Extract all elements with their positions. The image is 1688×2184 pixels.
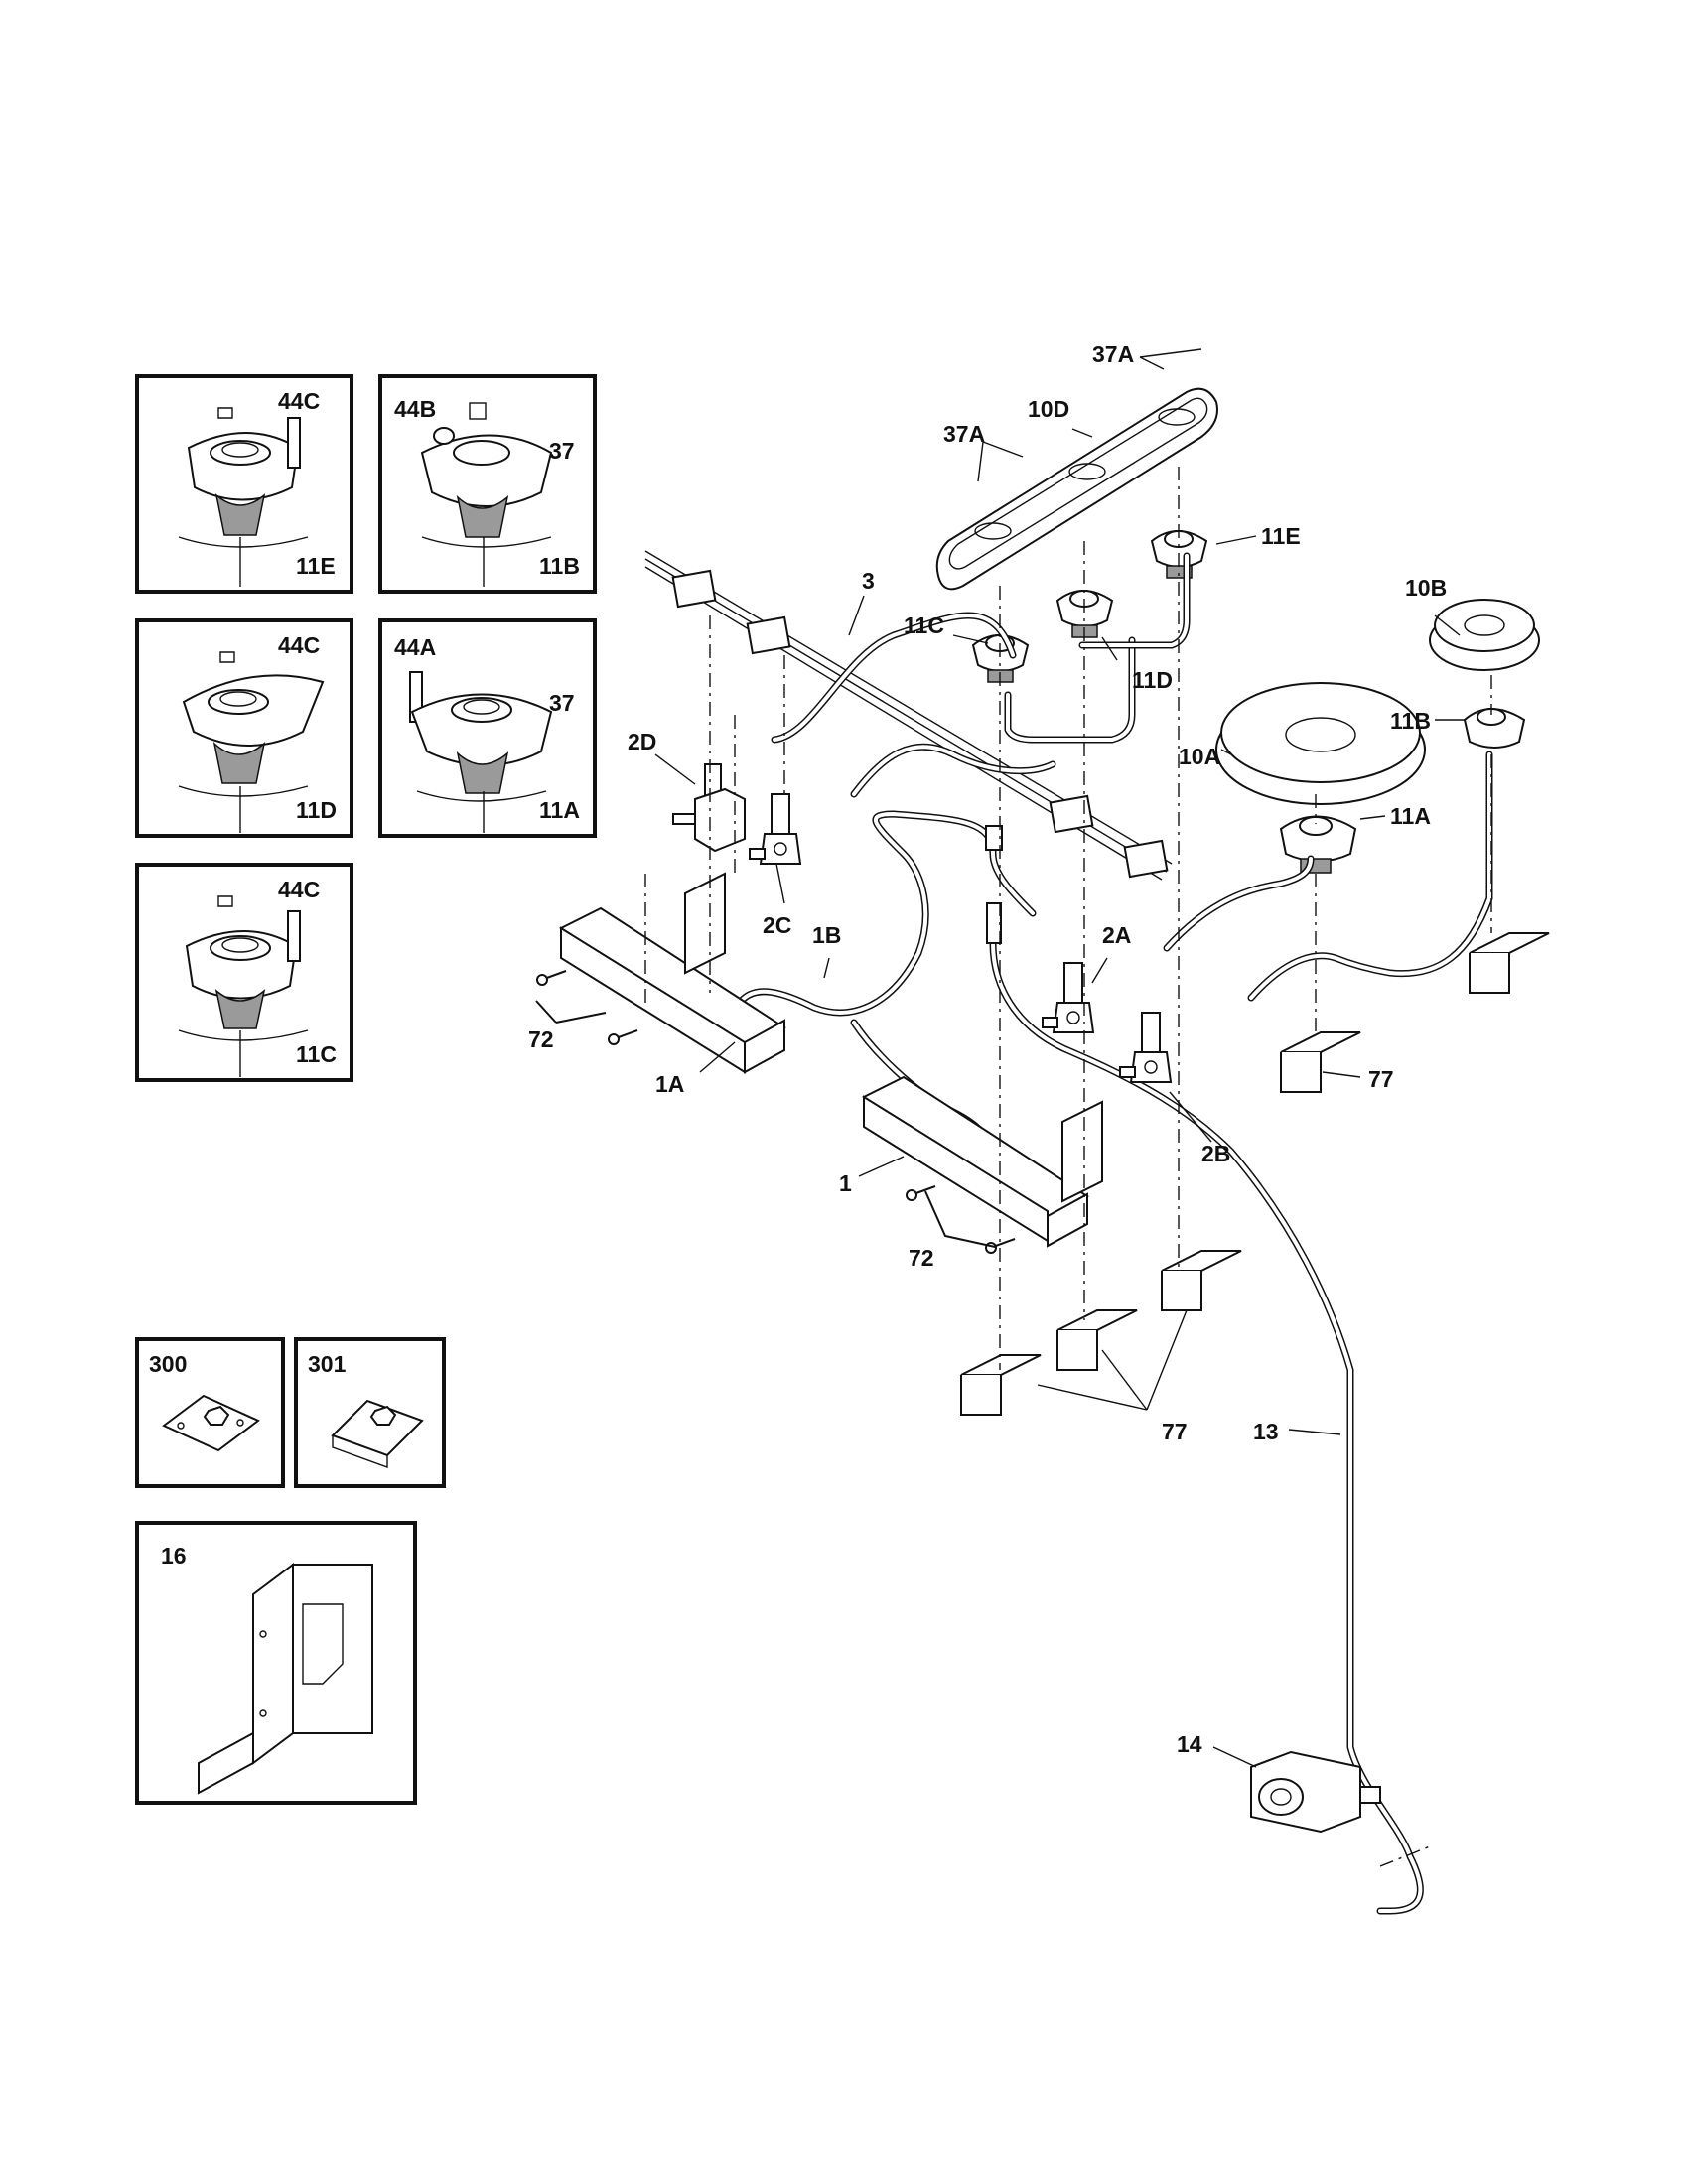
burner-ring-10a: [1215, 682, 1426, 805]
valve-2a: [1042, 962, 1095, 1033]
inset-part-label: 300: [149, 1351, 188, 1377]
burner-head-icon: [409, 671, 553, 833]
burner-cap-plate-10d: [935, 387, 1218, 591]
inset-16: 16: [135, 1521, 417, 1805]
callout-11d: 11D: [1132, 667, 1173, 693]
burner-cap-10b: [1429, 599, 1540, 671]
inset-callout: 44B: [394, 396, 437, 422]
burner-base-11a: [1279, 815, 1357, 874]
inset-301: 301: [294, 1337, 446, 1488]
manifold-bracket-1: [862, 1075, 1103, 1248]
screws-72: [535, 970, 1016, 1254]
callout-3: 3: [862, 568, 875, 594]
burner-head-icon: [178, 895, 309, 1077]
callout-2b: 2B: [1201, 1141, 1230, 1166]
callout-37a-left: 37A: [943, 421, 985, 447]
inset-part-label: 11E: [296, 553, 336, 579]
callout-2d: 2D: [628, 729, 656, 754]
callout-11a: 11A: [1390, 803, 1431, 829]
leader-lines: [654, 348, 1465, 1768]
pressure-regulator-14: [1250, 1750, 1381, 1834]
callout-11e: 11E: [1261, 523, 1301, 549]
callout-2a: 2A: [1102, 922, 1131, 948]
callout-1b: 1B: [812, 922, 841, 948]
callout-77-right: 77: [1368, 1066, 1394, 1092]
callout-1a: 1A: [655, 1071, 684, 1097]
inset-300: 300: [135, 1337, 285, 1488]
inset-part-label: 301: [308, 1351, 347, 1377]
burner-base-11b: [1463, 708, 1526, 749]
manifold-bracket-1a: [559, 872, 786, 1074]
inset-part-label: 11B: [539, 553, 580, 579]
inset-11d: 44C 11D: [135, 618, 353, 838]
inset-11a: 44A 37 11A: [378, 618, 597, 838]
callout-2c: 2C: [763, 912, 791, 938]
inset-callout: 44C: [278, 632, 321, 658]
inset-part-label: 11A: [539, 797, 580, 823]
valve-2d: [672, 763, 746, 853]
shield-panel-icon: [198, 1563, 373, 1795]
brackets-77: [960, 932, 1550, 1416]
inset-callout-screw: 37: [549, 438, 575, 464]
callout-77-lower: 77: [1162, 1419, 1188, 1444]
valve-2c: [749, 793, 802, 865]
callout-10b: 10B: [1405, 575, 1447, 601]
callout-72-upper: 72: [528, 1026, 554, 1052]
bracket-icon: [331, 1399, 424, 1468]
callout-1: 1: [839, 1170, 852, 1196]
callout-10d: 10D: [1028, 396, 1069, 422]
burner-head-icon: [178, 407, 309, 587]
burner-head-icon: [420, 402, 553, 587]
inset-11c: 44C 11C: [135, 863, 353, 1082]
inset-part-label: 11C: [296, 1041, 337, 1067]
inset-part-label: 11D: [296, 797, 337, 823]
inset-part-label: 16: [161, 1543, 187, 1569]
callout-14: 14: [1177, 1731, 1202, 1757]
callout-11c: 11C: [904, 613, 944, 638]
callout-10a: 10A: [1179, 744, 1220, 769]
burner-head-icon: [178, 651, 325, 833]
callout-37a-top: 37A: [1092, 341, 1134, 367]
inset-11b: 44B 37 11B: [378, 374, 597, 594]
callout-13: 13: [1253, 1419, 1279, 1444]
inset-callout: 44A: [394, 634, 437, 660]
callout-11b: 11B: [1390, 708, 1431, 734]
inset-11e: 44C 11E: [135, 374, 353, 594]
inset-callout: 44C: [278, 877, 321, 902]
inset-callout-screw: 37: [549, 690, 575, 716]
alignment-lines: [644, 467, 1492, 1867]
gasket-icon: [162, 1394, 260, 1452]
inset-callout: 44C: [278, 388, 321, 414]
callout-72-lower: 72: [909, 1245, 934, 1271]
valve-2b: [1119, 1012, 1173, 1083]
